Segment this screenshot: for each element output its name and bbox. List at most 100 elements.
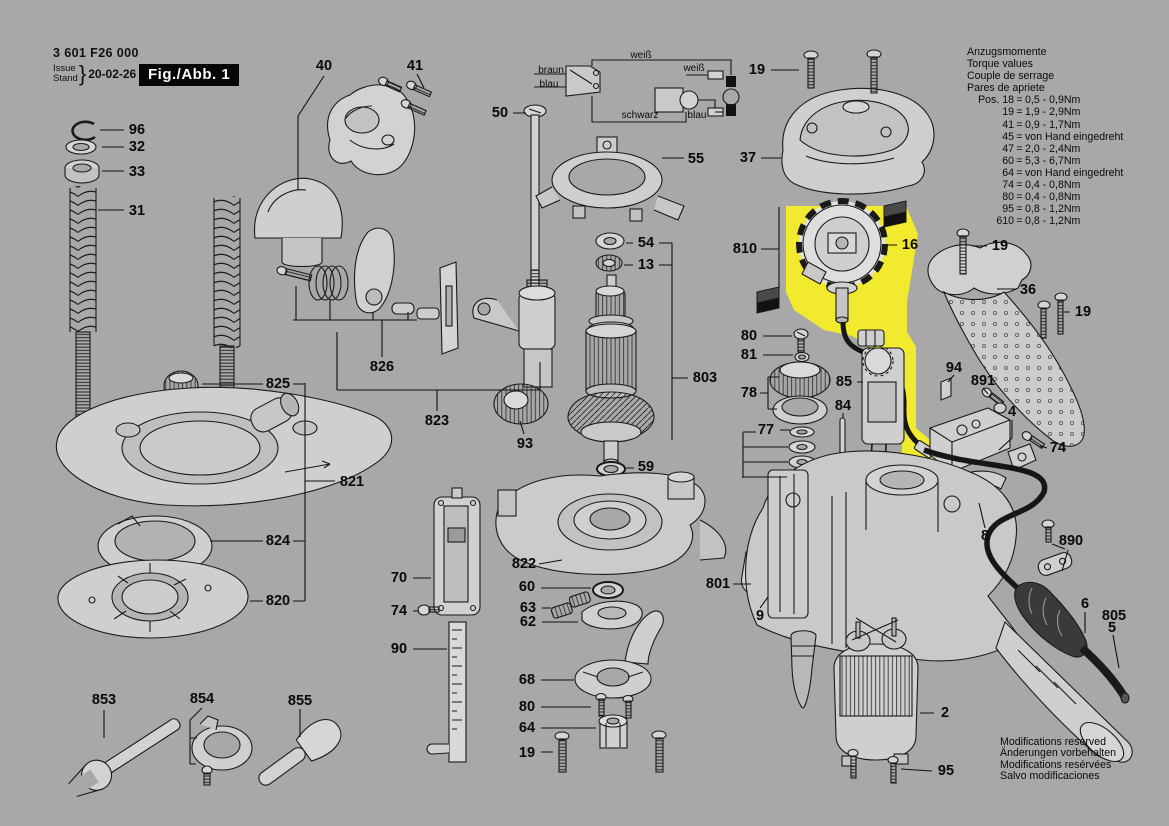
part-label-801: 801 [705, 575, 731, 592]
torque-values-block: Anzugsmomente Torque values Couple de se… [967, 46, 1123, 227]
part-label-81: 81 [740, 346, 758, 363]
part-label-68: 68 [518, 671, 536, 688]
part-label-95: 95 [937, 762, 955, 779]
part-60-ring [592, 581, 624, 599]
part-label-33: 33 [128, 163, 146, 180]
part-801-housing [745, 450, 1133, 763]
part-2-field-coil [833, 617, 919, 767]
part-label-19: 19 [1074, 303, 1092, 320]
torque-entry: 45=von Hand eingedreht [1002, 130, 1124, 143]
part-80-screws-mid [595, 692, 634, 719]
part-label-93: 93 [516, 435, 534, 452]
torque-title-fr: Couple de serrage [967, 70, 1055, 83]
part-label-60: 60 [518, 578, 536, 595]
part-label-70: 70 [390, 569, 408, 586]
part-19-screws-top [803, 49, 882, 94]
part-label-2: 2 [940, 704, 950, 721]
part-label-19: 19 [748, 61, 766, 78]
part-32-washer [65, 139, 97, 155]
part-63-pins [550, 591, 591, 619]
torque-title-de: Anzugsmomente [967, 46, 1047, 58]
collet-cone [790, 630, 817, 709]
wire-color-label-weiß: weiß [630, 50, 652, 61]
part-label-810: 810 [732, 240, 758, 257]
part-label-37: 37 [739, 149, 757, 166]
part-label-803: 803 [692, 369, 718, 386]
brace-glyph: } [78, 61, 87, 86]
part-96-circlip [71, 120, 96, 142]
part-label-31: 31 [128, 202, 146, 219]
part-label-853: 853 [91, 691, 117, 708]
part-68-plate [574, 610, 664, 699]
torque-entry: 95=0,8 - 1,2Nm [1002, 203, 1081, 216]
callout-lines [98, 69, 1120, 772]
part-label-5: 5 [1107, 619, 1117, 636]
part-label-54: 54 [637, 234, 655, 251]
part-31-springs [69, 186, 241, 348]
part-78-knob [769, 361, 831, 425]
part-19-screws-right [956, 228, 1068, 339]
part-810-brush-blocks [756, 200, 907, 314]
part-label-13: 13 [637, 256, 655, 273]
part-33-ring [64, 159, 100, 184]
wire-color-label-schwarz: schwarz [621, 110, 659, 121]
torque-title-en: Torque values [967, 58, 1033, 71]
mod-note-fr: Modifications resérvées [1000, 758, 1112, 771]
torque-entry: 41=0,9 - 1,7Nm [1002, 118, 1081, 131]
part-label-825: 825 [265, 375, 291, 392]
part-81-nut [794, 351, 810, 363]
wire-color-label-blau: blau [687, 110, 707, 121]
torque-entry: 47=2,0 - 2,4Nm [1002, 142, 1081, 155]
part-821-base [55, 386, 393, 507]
part-95-screws [847, 748, 899, 784]
part-label-4: 4 [1007, 403, 1017, 420]
wire-color-label-braun: braun [538, 65, 564, 76]
part-891-screw-nut [981, 387, 1007, 414]
torque-entry: Pos. 18=0,5 - 0,9Nm [978, 94, 1081, 107]
wire-color-label-blau: blau [539, 79, 559, 90]
part-label-891: 891 [970, 372, 996, 389]
mod-note-de: Änderungen vorbehalten [1000, 747, 1117, 760]
issue-stand-block: Issue Stand } 20-02-26 [53, 61, 136, 87]
part-label-78: 78 [740, 384, 758, 401]
part-64-nut [598, 714, 628, 749]
part-label-8: 8 [980, 527, 990, 544]
part-16-speed-dial [796, 198, 888, 324]
part-803-armature [567, 274, 655, 466]
part-label-84: 84 [834, 397, 852, 414]
part-70-slider [433, 487, 481, 616]
part-90-scale [426, 621, 467, 763]
part-label-826: 826 [369, 358, 395, 375]
power-cable [923, 447, 1048, 595]
part-85-brush-holder [861, 345, 905, 505]
part-label-805: 805 [1101, 607, 1127, 624]
part-label-823: 823 [424, 412, 450, 429]
torque-entry: 610=0,8 - 1,2Nm [996, 215, 1081, 228]
torque-entry: 60=5,3 - 6,7Nm [1002, 154, 1081, 167]
part-37-motor-cap [781, 87, 935, 195]
figure-label: Fig./Abb. 1 [139, 64, 240, 86]
part-74-screw-right [1007, 431, 1046, 471]
part-label-90: 90 [390, 640, 408, 657]
part-label-36: 36 [1019, 281, 1037, 298]
part-label-63: 63 [519, 599, 537, 616]
stand-label: Stand [53, 73, 78, 84]
part-853-wrench [66, 718, 181, 798]
part-93-depth-stop [472, 279, 556, 425]
part-label-16: 16 [901, 236, 919, 253]
part-label-96: 96 [128, 121, 146, 138]
part-13-bearing [595, 254, 623, 272]
part-label-32: 32 [128, 138, 146, 155]
part-label-64: 64 [518, 719, 536, 736]
part-label-824: 824 [265, 532, 291, 549]
part-label-820: 820 [265, 592, 291, 609]
part-74-screw-left [417, 604, 440, 616]
part-label-85: 85 [835, 373, 853, 390]
part-label-855: 855 [287, 692, 313, 709]
torque-entry: 64=von Hand eingedreht [1002, 166, 1124, 179]
part-label-94: 94 [945, 359, 963, 376]
part-label-19: 19 [991, 237, 1009, 254]
